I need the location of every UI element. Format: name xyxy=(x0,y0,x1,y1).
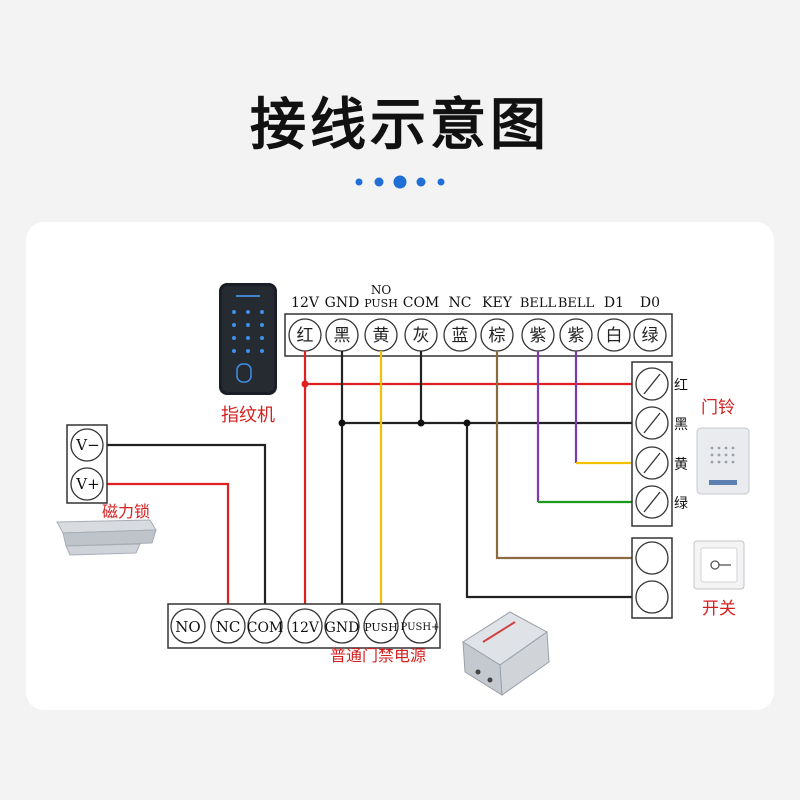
switch-label: 开关 xyxy=(702,599,736,619)
doorbell-wire-label: 黑 xyxy=(674,417,688,433)
doorbell-wire-label: 绿 xyxy=(674,496,688,512)
wire-color-label: 黄 xyxy=(373,326,390,346)
reader-label: 指纹机 xyxy=(221,405,275,426)
power-terminal-label: GND xyxy=(325,620,360,636)
fingerprint-reader-image xyxy=(219,283,277,395)
page-title: 接线示意图 xyxy=(250,93,550,158)
terminal-name-com: COM xyxy=(403,295,440,311)
power-terminals xyxy=(170,608,438,644)
reader-terminal-names: 12V GND NO PUSH COM NC KEY BELL BELL D1 … xyxy=(291,283,660,311)
doorbell-wire-label: 黄 xyxy=(674,456,688,473)
power-terminal-label: NO xyxy=(175,618,200,636)
terminal-name-key: KEY xyxy=(482,295,513,311)
wire-color-label: 绿 xyxy=(642,326,659,346)
lock-label: 磁力锁 xyxy=(102,502,150,521)
wire-color-label: 灰 xyxy=(413,326,430,346)
power-terminal-label: 12V xyxy=(291,620,320,636)
indicator-dot xyxy=(355,178,363,186)
terminal-name-bell: BELL xyxy=(558,296,595,311)
indicator-dot xyxy=(416,177,426,187)
wire-color-label: 白 xyxy=(606,326,623,346)
doorbell-label: 门铃 xyxy=(701,398,735,418)
reader-terminal-circles xyxy=(288,318,667,352)
wire-color-label: 黑 xyxy=(334,326,351,346)
power-terminal-label: PUSH+ xyxy=(401,622,440,633)
terminal-name-gnd: GND xyxy=(325,295,360,311)
magnetic-lock-image xyxy=(56,519,157,556)
lock-terminals xyxy=(70,428,104,501)
wire-black xyxy=(465,423,640,599)
doorbell-wire-label: 红 xyxy=(674,378,688,394)
terminal-name-nc: NC xyxy=(449,295,472,311)
wire-junctions xyxy=(301,380,471,427)
power-terminal-labels: NO NC COM 12V GND PUSH PUSH+ xyxy=(175,618,439,636)
terminal-name-no: NO xyxy=(371,283,392,297)
wire-color-label: 紫 xyxy=(530,326,547,346)
power-terminal-label: NC xyxy=(216,618,241,636)
terminal-name-12v: 12V xyxy=(291,295,320,311)
power-terminal-label: COM xyxy=(247,620,284,636)
terminal-name-d0: D0 xyxy=(640,295,660,311)
doorbell-wire-labels: 红 黑 黄 绿 xyxy=(674,378,688,512)
reader-wire-colors: 红 黑 黄 灰 蓝 棕 紫 紫 白 绿 xyxy=(297,326,659,346)
indicator-dot-active xyxy=(393,175,407,189)
doorbell-terminals xyxy=(635,367,669,519)
doorbell-image xyxy=(696,427,750,495)
wire-color-label: 红 xyxy=(297,326,314,346)
terminal-name-d1: D1 xyxy=(604,295,624,311)
wire-color-label: 蓝 xyxy=(452,326,469,346)
wire-brown xyxy=(495,351,640,560)
power-label: 普通门禁电源 xyxy=(330,646,426,665)
power-supply-image xyxy=(462,611,550,696)
wire-black xyxy=(100,443,267,610)
power-terminal-label: PUSH xyxy=(364,621,398,634)
wire-color-label: 紫 xyxy=(568,326,585,346)
indicator-dot xyxy=(437,178,445,186)
lock-terminal-label: V− xyxy=(75,436,99,454)
wire-color-label: 棕 xyxy=(489,326,506,346)
terminal-name-bell: BELL xyxy=(520,296,557,311)
terminal-name-push: PUSH xyxy=(364,297,398,310)
wire-red xyxy=(100,482,230,610)
lock-terminal-label: V+ xyxy=(75,475,99,493)
exit-switch-image xyxy=(693,540,745,590)
indicator-dot xyxy=(374,177,384,187)
page-indicator xyxy=(355,175,445,189)
switch-terminals xyxy=(635,541,669,614)
